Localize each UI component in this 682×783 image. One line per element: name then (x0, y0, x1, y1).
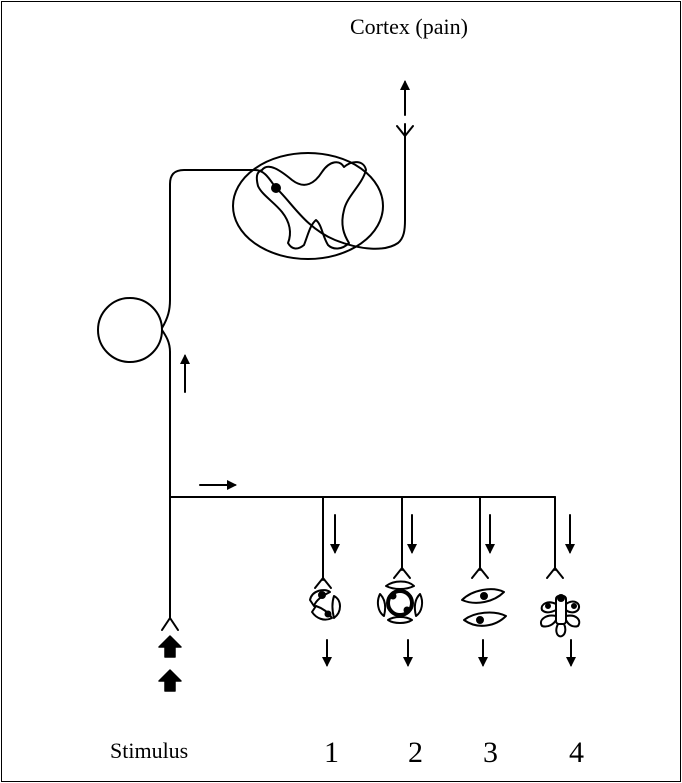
branch-2 (376, 496, 424, 667)
spinal-cord-outline (232, 152, 384, 260)
spinal-cord (232, 152, 384, 260)
stimulus-arrow-lower (158, 669, 182, 692)
target-2-icon (376, 580, 424, 624)
branch-3 (461, 496, 507, 667)
cortex-label: Cortex (pain) (350, 14, 468, 39)
target-4-icon (540, 594, 581, 638)
target-3-icon (461, 588, 507, 627)
gray-matter (255, 161, 367, 250)
stimulus-terminal (161, 617, 179, 631)
branch-4 (540, 496, 581, 667)
ascending-fiber (275, 123, 406, 250)
ascending-synapse (396, 125, 414, 137)
target-number-1: 1 (324, 736, 339, 769)
ganglion-cell-body (97, 297, 163, 363)
target-number-4: 4 (569, 736, 584, 769)
ganglion-stalk (161, 329, 171, 353)
target-1-icon (309, 589, 341, 621)
stimulus-arrow-upper (158, 635, 182, 658)
stimulus-label: Stimulus (110, 738, 189, 763)
branch-1 (309, 496, 341, 667)
target-number-3: 3 (483, 736, 498, 769)
target-number-2: 2 (408, 736, 423, 769)
afferent-to-cord (161, 169, 277, 329)
